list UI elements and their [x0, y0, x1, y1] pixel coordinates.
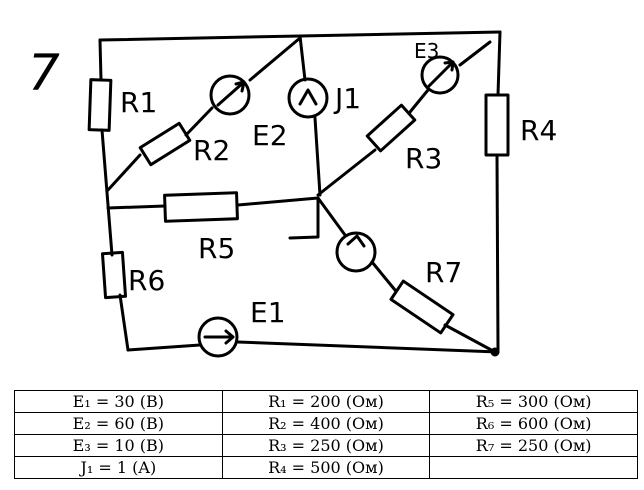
source-e2: [209, 74, 251, 116]
resistor-r7: [389, 279, 455, 335]
table-row: E₃ = 10 (B) R₃ = 250 (Ом) R₇ = 250 (Ом): [14, 434, 638, 457]
wire-right-lower: [495, 153, 500, 352]
node-tick: [288, 196, 320, 240]
wire-j1: [298, 34, 322, 197]
table-row: J₁ = 1 (A) R₄ = 500 (Ом): [14, 456, 638, 479]
table-cell: E₂ = 60 (B): [14, 412, 223, 435]
resistor-r4: [484, 93, 510, 157]
current-source-j1: [287, 77, 329, 119]
table-cell: R₂ = 400 (Ом): [221, 412, 431, 435]
table-cell: [429, 456, 638, 479]
resistor-r1: [87, 78, 113, 132]
source-e3: [420, 55, 460, 95]
resistor-r3: [365, 103, 417, 153]
table-cell: R₆ = 600 (Ом): [429, 412, 638, 435]
source-e4: [335, 231, 377, 273]
resistor-r5: [163, 191, 239, 223]
label-r6: R6: [128, 264, 165, 297]
wire-r7: [316, 196, 497, 354]
table-cell: R₄ = 500 (Ом): [221, 456, 431, 479]
label-r7: R7: [425, 256, 462, 289]
problem-number: 7: [28, 44, 60, 102]
resistor-r6: [100, 250, 128, 300]
circuit-diagram: 7 R1 R2 E2 J1 E3 R3 R4 R5 R6 R7 E1: [28, 30, 557, 358]
wire-diagonal-r2: [106, 36, 302, 192]
label-r2: R2: [193, 134, 230, 167]
label-r1: R1: [120, 86, 157, 119]
table-row: E₁ = 30 (B) R₁ = 200 (Ом) R₅ = 300 (Ом): [14, 390, 638, 413]
label-e1: E1: [250, 296, 286, 329]
wire-right-upper: [496, 30, 502, 97]
wire-diagonal-r3: [316, 40, 492, 197]
label-r4: R4: [520, 114, 557, 147]
wire-r5: [106, 196, 320, 210]
node-bottom-right: [490, 347, 500, 357]
table-cell: E₁ = 30 (B): [14, 390, 223, 413]
parameters-table: E₁ = 30 (B) R₁ = 200 (Ом) R₅ = 300 (Ом) …: [14, 390, 638, 479]
label-j1: J1: [333, 82, 361, 115]
wire-left-lower: [106, 203, 130, 352]
source-e1: [197, 316, 239, 358]
table-cell: R₃ = 250 (Ом): [221, 434, 431, 457]
wire-left-mid: [100, 128, 110, 207]
label-r3: R3: [405, 142, 442, 175]
label-e3: E3: [414, 39, 439, 63]
label-r5: R5: [198, 232, 235, 265]
wire-bottom: [126, 340, 500, 354]
table-cell: E₃ = 10 (B): [14, 434, 223, 457]
table-cell: R₁ = 200 (Ом): [221, 390, 431, 413]
table-cell: J₁ = 1 (A): [14, 456, 223, 479]
table-cell: R₇ = 250 (Ом): [429, 434, 638, 457]
wire-left-upper: [98, 38, 103, 82]
resistor-r2: [138, 121, 192, 167]
table-cell: R₅ = 300 (Ом): [429, 390, 638, 413]
table-row: E₂ = 60 (B) R₂ = 400 (Ом) R₆ = 600 (Ом): [14, 412, 638, 435]
label-e2: E2: [252, 119, 288, 152]
